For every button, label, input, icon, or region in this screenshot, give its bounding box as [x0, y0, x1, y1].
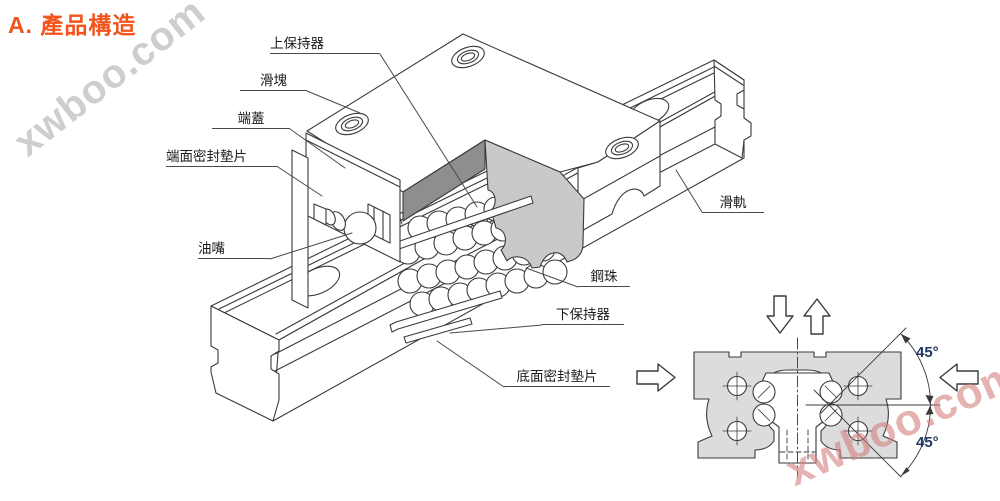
leader-end-seal	[277, 166, 323, 197]
load-arrow-left-icon	[939, 363, 979, 392]
part-label-steel-ball: 鋼珠	[578, 269, 630, 287]
block-drawing	[306, 33, 661, 234]
leader-steel-ball	[525, 267, 579, 288]
part-label-bottom-seal: 底面密封墊片	[504, 369, 610, 387]
leader-rail	[675, 169, 703, 213]
page-title: A. 產品構造	[8, 12, 137, 38]
leader-end-cap	[289, 128, 346, 169]
load-arrow-down-icon	[766, 295, 794, 334]
leader-lower-retainer	[449, 324, 543, 334]
leader-slider-block	[306, 90, 361, 114]
part-label-rail: 滑軌	[702, 195, 764, 213]
angle-label-top: 45°	[916, 344, 939, 361]
part-label-end-seal: 端面密封墊片	[166, 149, 278, 167]
bottom-seal-drawing	[403, 317, 473, 344]
leader-bottom-seal	[436, 340, 505, 388]
angle-label-bottom: 45°	[916, 434, 939, 451]
load-arrow-right-icon	[636, 363, 676, 392]
part-label-end-cap: 端蓋	[212, 111, 290, 129]
leader-lines	[269, 53, 703, 388]
end-seal-drawing	[291, 149, 309, 309]
lower-retainer-drawing	[389, 290, 503, 333]
part-label-upper-retainer: 上保持器	[270, 36, 380, 54]
contact-angle-dimension	[805, 327, 941, 478]
part-label-grease-nipple: 油嘴	[198, 241, 270, 259]
part-label-lower-retainer: 下保持器	[542, 307, 624, 325]
cut-face-dark	[402, 139, 486, 222]
grease-nipple-drawing	[313, 203, 391, 245]
part-label-slider-block: 滑塊	[240, 73, 307, 91]
cross-section-view	[636, 295, 979, 478]
leader-grease-nipple	[269, 232, 353, 260]
load-arrow-up-icon	[803, 298, 831, 335]
block-thread-holes	[335, 45, 639, 160]
leader-upper-retainer	[379, 53, 478, 208]
